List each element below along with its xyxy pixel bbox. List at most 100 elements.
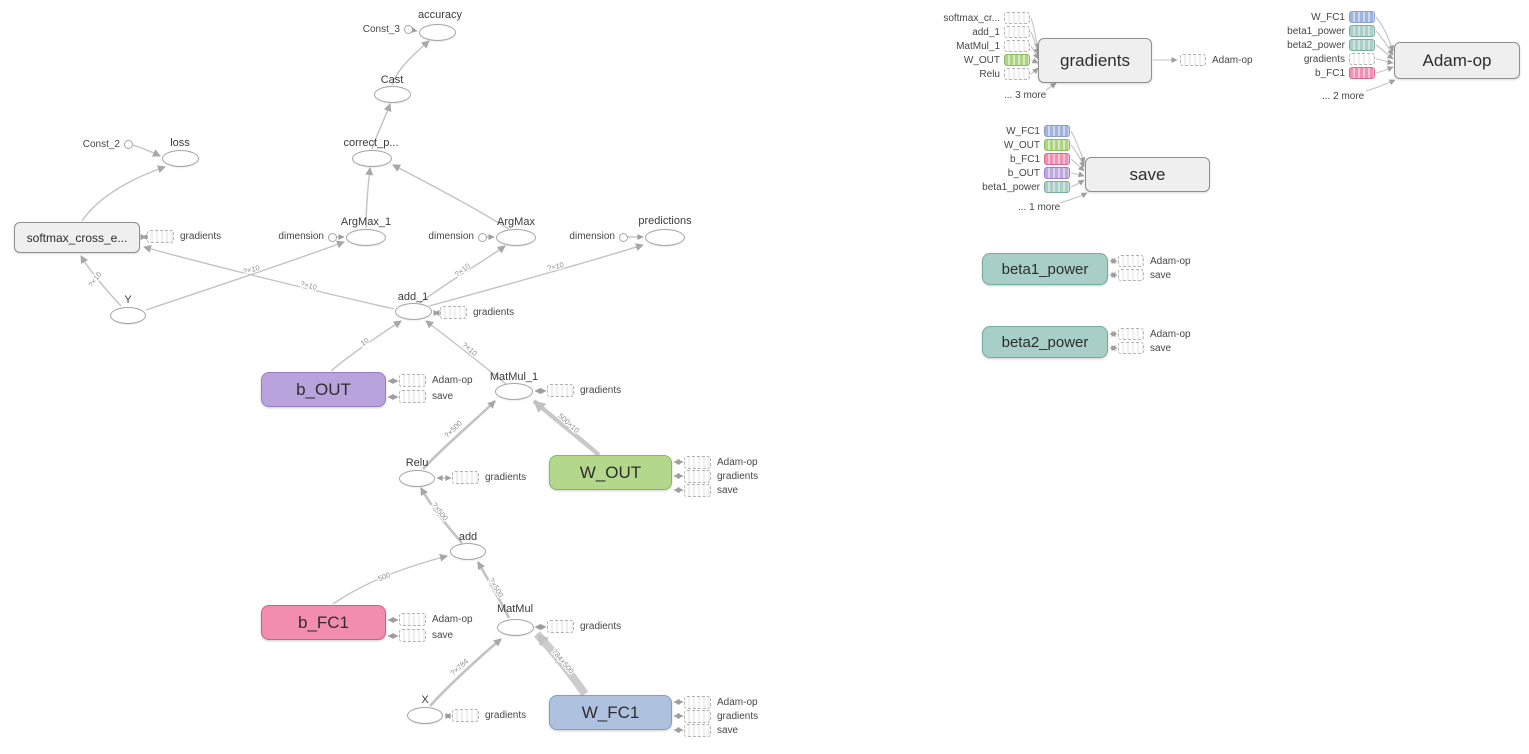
stub-adam-op[interactable]: [684, 696, 711, 709]
node-matmul-label: MatMul: [496, 603, 534, 615]
stub-softmax[interactable]: [1004, 12, 1030, 24]
node-const-2[interactable]: [124, 140, 133, 149]
node-b-out[interactable]: b_OUT: [261, 372, 386, 407]
edge-label: 784×500: [550, 647, 576, 675]
node-dimension-2-label: dimension: [428, 231, 474, 242]
stub-beta1-power[interactable]: [1349, 25, 1375, 37]
stub-adam-op[interactable]: [1118, 328, 1144, 340]
stub-adam-op-label: Adam-op: [717, 457, 758, 468]
edge-label: ?×10: [546, 260, 564, 273]
stub-gradients[interactable]: [1349, 53, 1375, 65]
node-argmax-label: ArgMax: [497, 216, 535, 228]
stub-save[interactable]: [1118, 342, 1144, 354]
stub-save[interactable]: [399, 629, 426, 642]
gradients-more-inputs[interactable]: ... 3 more: [1004, 90, 1047, 101]
stub-b-fc1[interactable]: [1349, 67, 1375, 79]
node-gradients[interactable]: gradients: [1038, 38, 1152, 83]
node-matmul-1[interactable]: [495, 383, 533, 400]
node-add[interactable]: [450, 543, 486, 560]
node-softmax-cross-entropy[interactable]: softmax_cross_e...: [14, 222, 140, 253]
node-dimension-3-label: dimension: [569, 231, 615, 242]
node-b-fc1[interactable]: b_FC1: [261, 605, 386, 640]
node-relu-label: Relu: [405, 457, 429, 469]
stub-beta1-power[interactable]: [1044, 181, 1070, 193]
stub-save[interactable]: [1118, 269, 1144, 281]
stub-adam-op[interactable]: [684, 456, 711, 469]
edge-label: ?×10: [86, 270, 103, 289]
node-accuracy[interactable]: [419, 24, 456, 41]
node-argmax-1-label: ArgMax_1: [340, 216, 392, 228]
node-relu[interactable]: [399, 470, 435, 487]
adam-input-label: gradients: [1303, 54, 1345, 65]
stub-save[interactable]: [399, 390, 426, 403]
fanin-edges: [1030, 16, 1396, 204]
gradients-input-label: W_OUT: [963, 55, 1000, 66]
stub-gradients[interactable]: [440, 306, 467, 319]
stub-save[interactable]: [684, 484, 711, 497]
node-w-out[interactable]: W_OUT: [549, 455, 672, 490]
stub-gradients[interactable]: [684, 470, 711, 483]
stub-adam-op-label: Adam-op: [432, 375, 473, 386]
stub-w-fc1[interactable]: [1044, 125, 1070, 137]
stub-gradients-label: gradients: [473, 307, 515, 318]
node-save[interactable]: save: [1085, 157, 1210, 192]
node-predictions[interactable]: [645, 229, 685, 246]
stub-gradients[interactable]: [147, 230, 174, 243]
node-x[interactable]: [407, 707, 443, 724]
beta2-output-label: Adam-op: [1150, 329, 1191, 340]
stub-beta2-power[interactable]: [1349, 39, 1375, 51]
stub-gradients-label: gradients: [485, 710, 527, 721]
save-input-label: W_OUT: [1003, 140, 1040, 151]
node-w-fc1[interactable]: W_FC1: [549, 695, 672, 730]
node-cast[interactable]: [374, 86, 411, 103]
node-matmul[interactable]: [497, 619, 534, 636]
node-beta2-power[interactable]: beta2_power: [982, 326, 1108, 358]
edge-label: ?×500: [487, 576, 506, 599]
stub-b-fc1[interactable]: [1044, 153, 1070, 165]
node-const-3[interactable]: [404, 25, 413, 34]
node-y[interactable]: [110, 307, 146, 324]
node-loss[interactable]: [162, 150, 199, 167]
gradients-input-label: Relu: [979, 69, 1000, 80]
node-add-label: add: [458, 531, 478, 543]
stub-gradients[interactable]: [684, 710, 711, 723]
node-add-1[interactable]: [395, 303, 432, 320]
node-correct-prediction[interactable]: [352, 150, 392, 167]
stub-gradients[interactable]: [547, 384, 574, 397]
stub-adam-op[interactable]: [399, 613, 426, 626]
gradients-input-label: MatMul_1: [956, 41, 1000, 52]
stub-w-out[interactable]: [1004, 54, 1030, 66]
node-adam-op[interactable]: Adam-op: [1394, 42, 1520, 79]
stub-w-fc1[interactable]: [1349, 11, 1375, 23]
node-beta1-power[interactable]: beta1_power: [982, 253, 1108, 285]
stub-matmul-1[interactable]: [1004, 40, 1030, 52]
stub-adam-op[interactable]: [399, 374, 426, 387]
save-input-label: beta1_power: [982, 182, 1040, 193]
stub-save[interactable]: [684, 724, 711, 737]
stub-add-1[interactable]: [1004, 26, 1030, 38]
beta2-output-label: save: [1150, 343, 1172, 354]
stub-gradients[interactable]: [452, 709, 479, 722]
save-more-inputs[interactable]: ... 1 more: [1018, 202, 1061, 213]
node-dimension-2[interactable]: [478, 233, 487, 242]
stub-gradients-label: gradients: [717, 471, 759, 482]
node-dimension-3[interactable]: [619, 233, 628, 242]
stub-w-out[interactable]: [1044, 139, 1070, 151]
stub-adam-op[interactable]: [1180, 54, 1206, 66]
stub-relu[interactable]: [1004, 68, 1030, 80]
edge-label: ?×500: [430, 500, 450, 522]
beta1-output-label: Adam-op: [1150, 256, 1191, 267]
stub-b-out[interactable]: [1044, 167, 1070, 179]
beta1-output-label: save: [1150, 270, 1172, 281]
node-add-1-label: add_1: [397, 291, 429, 303]
adam-more-inputs[interactable]: ... 2 more: [1322, 91, 1365, 102]
stub-gradients[interactable]: [452, 471, 479, 484]
node-dimension-1[interactable]: [328, 233, 337, 242]
gradients-input-label: add_1: [972, 27, 1000, 38]
stub-adam-op[interactable]: [1118, 255, 1144, 267]
node-argmax-1[interactable]: [346, 229, 386, 246]
node-loss-label: loss: [170, 137, 190, 149]
stub-gradients[interactable]: [547, 620, 574, 633]
node-argmax[interactable]: [496, 229, 536, 246]
